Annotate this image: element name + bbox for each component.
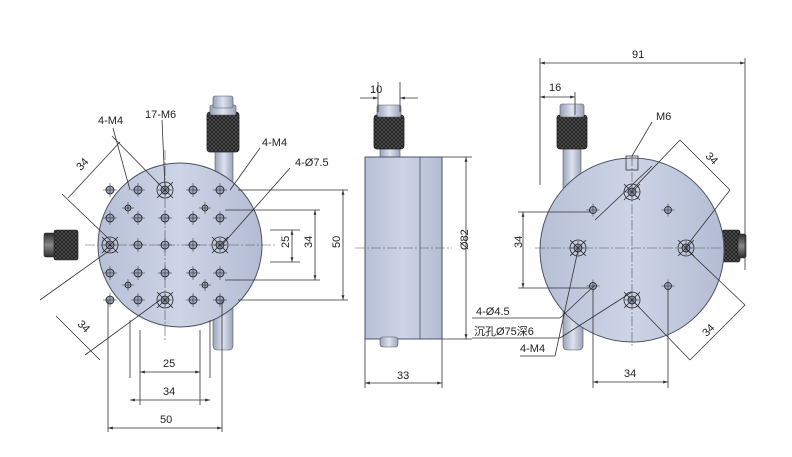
label-m6: M6 (656, 111, 671, 123)
dim-diameter-82: Ø82 (459, 229, 471, 250)
dim-horizontal-50: 50 (160, 414, 172, 426)
knob-right (721, 229, 747, 263)
view-side-middle (355, 82, 472, 388)
label-4-m4-top-left: 4-M4 (98, 115, 123, 127)
dim-horizontal-34: 34 (163, 386, 175, 398)
view-front-left (39, 95, 348, 432)
label-4-m4-top-right: 4-M4 (262, 137, 287, 149)
side-foot (379, 336, 399, 348)
dim-diag-34-top-left: 34 (74, 156, 91, 173)
label-counterbore: 沉孔Ø75深6 (474, 325, 534, 338)
dim-horizontal-25: 25 (163, 358, 175, 370)
dim-horizontal-34-right: 34 (624, 368, 636, 380)
dim-vertical-25: 25 (280, 236, 292, 248)
dim-diag-34-bottom-left: 34 (75, 318, 92, 335)
dim-vertical-34: 34 (303, 236, 315, 248)
dim-16: 16 (549, 82, 561, 94)
dim-10: 10 (370, 84, 382, 96)
dim-vertical-34-right: 34 (513, 236, 525, 248)
hole-pattern-right (569, 183, 695, 309)
label-4-dia-7-5: 4-Ø7.5 (295, 157, 329, 169)
dim-diag-34-bottom-right: 34 (700, 322, 717, 339)
dim-vertical-50: 50 (331, 236, 343, 248)
view-front-right (472, 58, 747, 388)
dim-diag-34-top-right: 34 (703, 150, 720, 167)
knob-left (43, 229, 79, 261)
label-4-dia-4-5: 4-Ø4.5 (476, 306, 510, 318)
dim-33: 33 (397, 370, 409, 382)
hole-grid-left (101, 181, 229, 309)
micrometer-side (373, 104, 405, 161)
dim-91: 91 (632, 49, 644, 61)
label-17-m6: 17-M6 (145, 109, 176, 121)
label-4-m4-right: 4-M4 (520, 343, 545, 355)
